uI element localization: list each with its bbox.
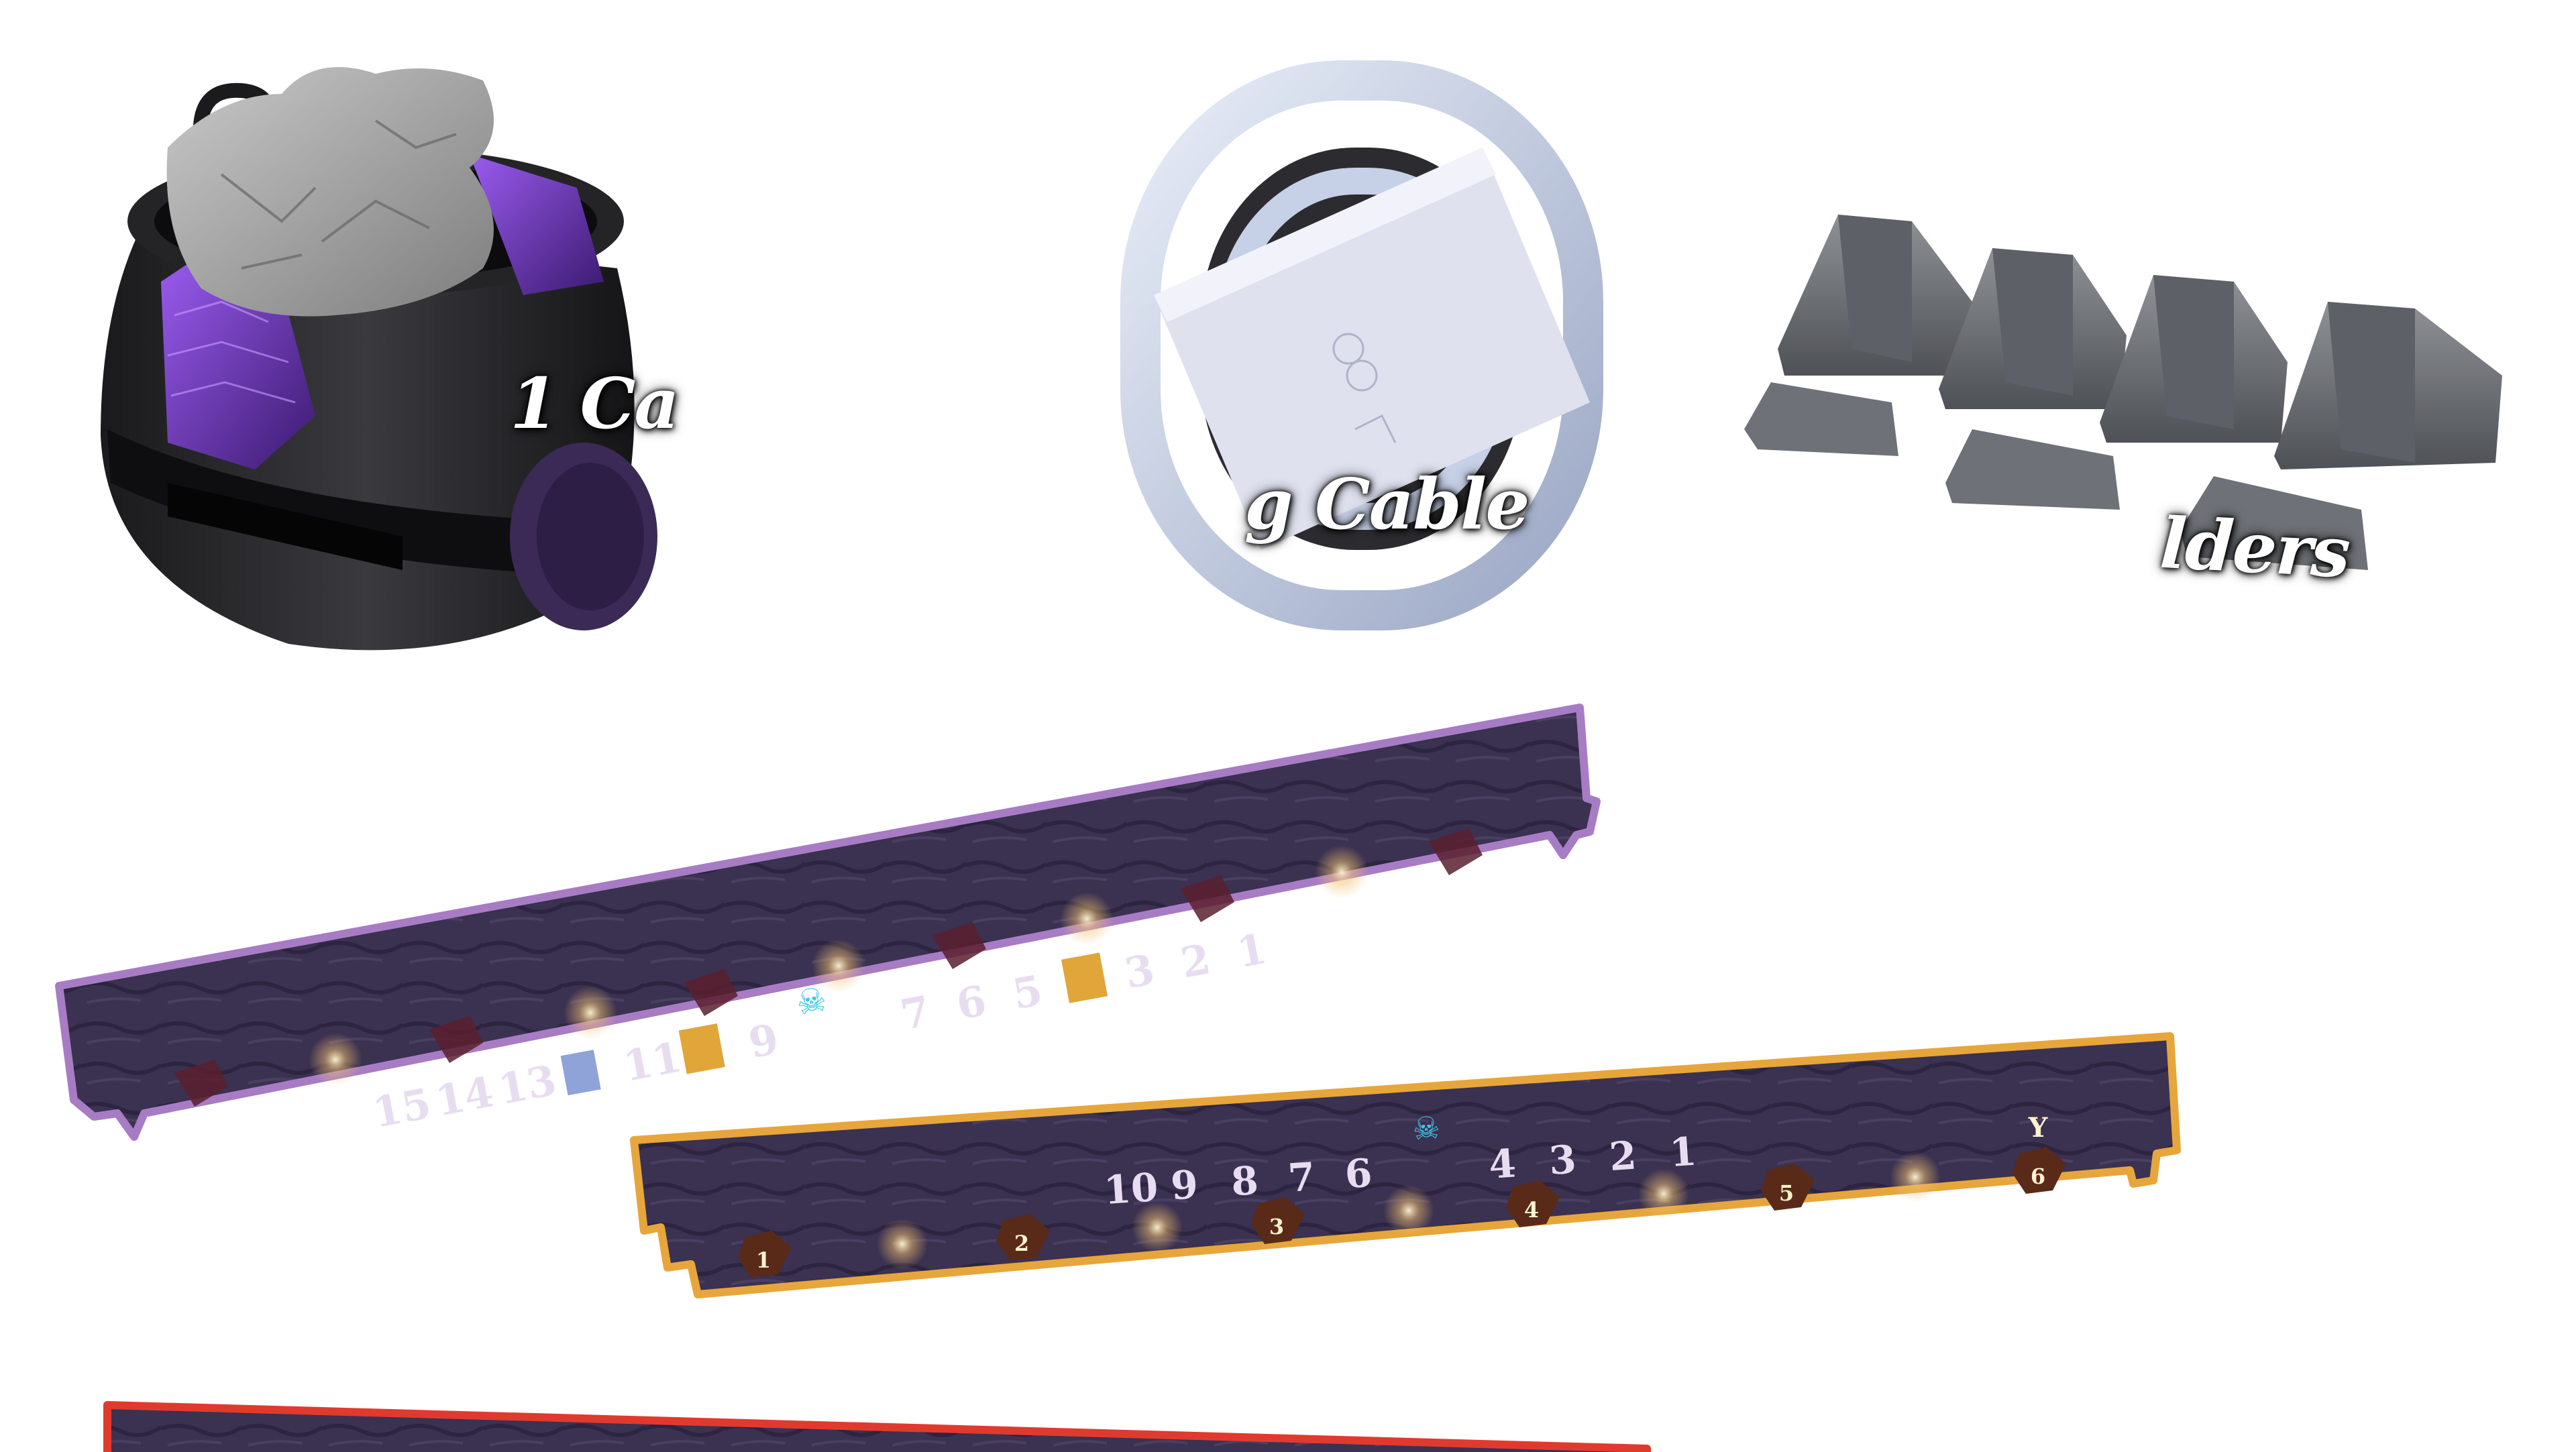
svg-text:5: 5 [1779,1180,1794,1206]
purple-num-7: 7 [897,987,934,1040]
purple-track-lights [309,845,1368,1086]
purple-num-9: 9 [745,1014,782,1068]
orange-token-3: 3 [1251,1197,1305,1244]
purple-track-numbers: 15 14 13 11 9 ☠ 7 6 5 3 2 1 [369,924,1271,1137]
purple-track-board [55,704,1601,1141]
orange-num-4: 4 [1487,1140,1517,1188]
purple-num-2: 2 [1177,934,1214,988]
orange-num-9: 9 [1169,1162,1199,1209]
orange-token-2: 2 [996,1214,1050,1261]
purple-skull-icon: ☠ [793,979,830,1023]
red-score-track [103,1401,1651,1452]
holder-bases [1744,382,2368,570]
purple-track-gems [174,828,1483,1107]
holder-4 [2274,302,2502,469]
orange-token-6: 6 [2012,1147,2066,1194]
svg-text:2: 2 [1014,1231,1029,1256]
cauldron-image [101,67,657,651]
orange-token-5: 5 [1761,1164,1815,1211]
orange-num-10: 10 [1102,1164,1159,1213]
orange-num-7: 7 [1287,1154,1317,1201]
orange-num-8: 8 [1230,1158,1260,1205]
orange-track-board [630,1032,2181,1298]
svg-text:4: 4 [1524,1197,1539,1223]
purple-num-15: 15 [369,1078,435,1137]
purple-card-icon [560,1050,601,1096]
orange-score-track: 10 9 8 7 6 ☠ 4 3 2 1 1 2 3 4 5 6 Y [630,1032,2181,1298]
svg-text:1: 1 [756,1247,771,1273]
orange-track-numbers: 10 9 8 7 6 ☠ 4 3 2 1 [1102,1109,1699,1213]
holder-2 [1939,248,2127,409]
orange-num-3: 3 [1548,1136,1578,1184]
holder-1 [1778,215,1972,376]
holder-3 [2100,275,2288,443]
holders-caption: lders [2157,501,2351,594]
purple-num-6: 6 [953,976,990,1029]
orange-marker-y: Y [2028,1112,2048,1143]
red-track-board [103,1401,1651,1452]
orange-num-2: 2 [1608,1133,1638,1180]
purple-num-3: 3 [1121,945,1159,999]
purple-chest-icon [678,1023,725,1074]
purple-score-track: 15 14 13 11 9 ☠ 7 6 5 3 2 1 [55,704,1601,1141]
card-holders-image [1744,215,2502,570]
orange-token-1: 1 [738,1231,792,1278]
charging-cable-image [1120,60,1603,630]
orange-track-lights [877,1152,1941,1270]
cauldron-caption: 1 Ca [510,362,680,445]
purple-num-5: 5 [1009,966,1046,1019]
purple-chest-icon-2 [1061,952,1108,1003]
svg-text:3: 3 [1269,1214,1284,1239]
orange-track-tokens: 1 2 3 4 5 6 Y [738,1112,2066,1278]
orange-num-1: 1 [1668,1129,1699,1176]
orange-token-4: 4 [1506,1180,1560,1227]
orange-skull-icon: ☠ [1411,1109,1442,1148]
purple-num-1: 1 [1233,924,1271,978]
purple-num-11: 11 [620,1032,686,1091]
svg-text:6: 6 [2031,1164,2045,1189]
orange-num-6: 6 [1344,1150,1374,1198]
purple-num-14: 14 [431,1067,497,1126]
purple-num-13: 13 [494,1056,560,1115]
cable-caption: g Cable [1244,463,1529,545]
